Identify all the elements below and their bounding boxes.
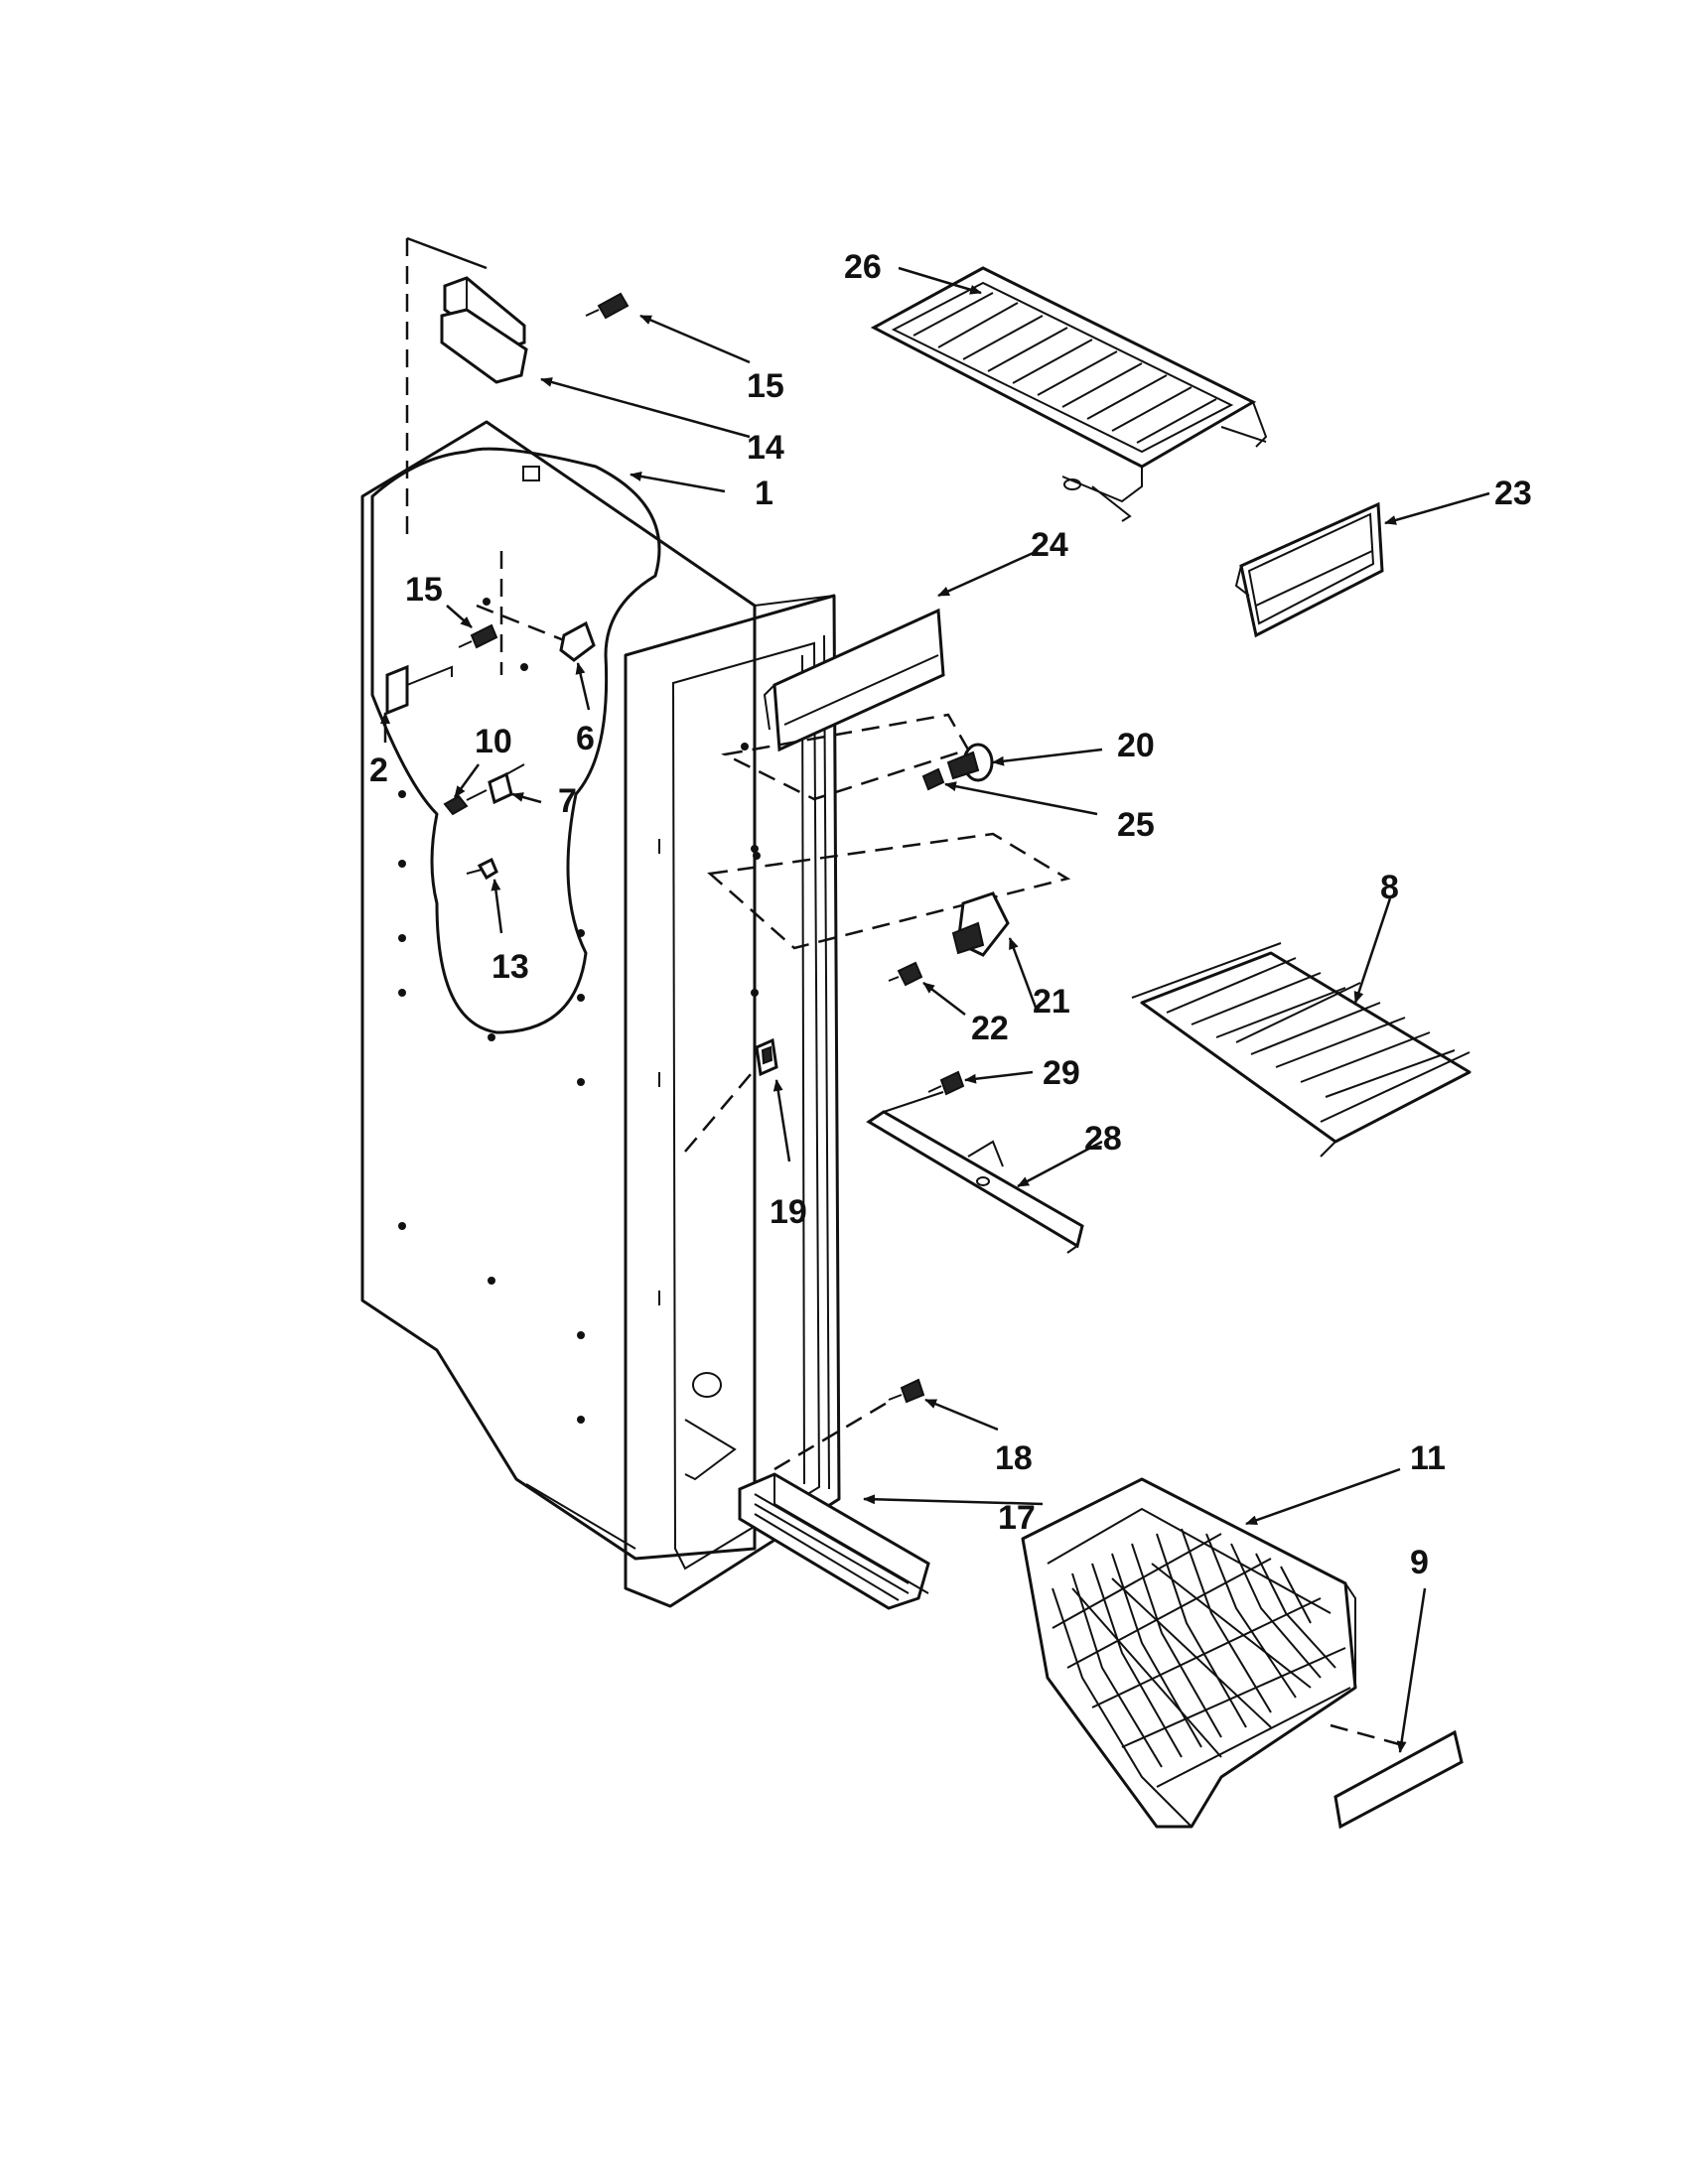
callout-13: 13 xyxy=(491,948,529,986)
wire-shelf-8 xyxy=(1131,942,1472,1158)
pan-23 xyxy=(1234,501,1384,638)
screw-15-lower xyxy=(458,623,498,649)
callout-8: 8 xyxy=(1380,869,1399,906)
basket-11 xyxy=(1021,1477,1357,1829)
leader-lines xyxy=(380,266,1490,1753)
callout-11: 11 xyxy=(1410,1439,1446,1477)
hinge-bracket-14 xyxy=(440,276,528,384)
callout-26: 26 xyxy=(844,248,882,286)
switch-7 xyxy=(488,763,525,805)
screw-22 xyxy=(888,961,923,987)
callout-28: 28 xyxy=(1084,1120,1122,1158)
bracket-2 xyxy=(385,664,453,716)
callout-21: 21 xyxy=(1033,983,1070,1021)
screw-25 xyxy=(921,767,945,791)
cover-24 xyxy=(763,608,945,752)
rail-28 xyxy=(866,1091,1084,1254)
callout-18: 18 xyxy=(995,1439,1033,1477)
shelf-26 xyxy=(870,266,1268,522)
screw-29 xyxy=(927,1070,965,1096)
bearing-20 xyxy=(946,743,994,782)
switch-19 xyxy=(684,1037,778,1153)
callout-17: 17 xyxy=(998,1499,1036,1537)
callout-10: 10 xyxy=(475,723,512,760)
callout-15-top: 15 xyxy=(747,367,784,405)
callout-19: 19 xyxy=(770,1193,807,1231)
callout-9: 9 xyxy=(1410,1544,1429,1581)
mounting-outline-lower xyxy=(707,832,1071,950)
callout-7: 7 xyxy=(558,782,577,820)
clip-6 xyxy=(476,604,596,662)
screw-18 xyxy=(888,1378,925,1404)
callout-22: 22 xyxy=(971,1010,1009,1047)
screw-13 xyxy=(466,857,498,881)
callout-14: 14 xyxy=(747,429,784,467)
bearing-21 xyxy=(951,891,1010,957)
callout-24: 24 xyxy=(1031,526,1068,564)
callout-25: 25 xyxy=(1117,806,1155,844)
nut-10 xyxy=(443,789,488,816)
callout-20: 20 xyxy=(1117,727,1155,764)
callout-2: 2 xyxy=(369,751,388,789)
label-9 xyxy=(1330,1723,1464,1830)
screw-15-top xyxy=(585,292,630,320)
callout-6: 6 xyxy=(576,720,595,757)
callout-29: 29 xyxy=(1043,1054,1080,1092)
callout-23: 23 xyxy=(1494,475,1532,512)
callout-15-lower: 15 xyxy=(405,571,443,609)
grille-17 xyxy=(738,1472,930,1610)
freezer-liner xyxy=(360,236,841,1608)
callout-1: 1 xyxy=(755,475,773,512)
